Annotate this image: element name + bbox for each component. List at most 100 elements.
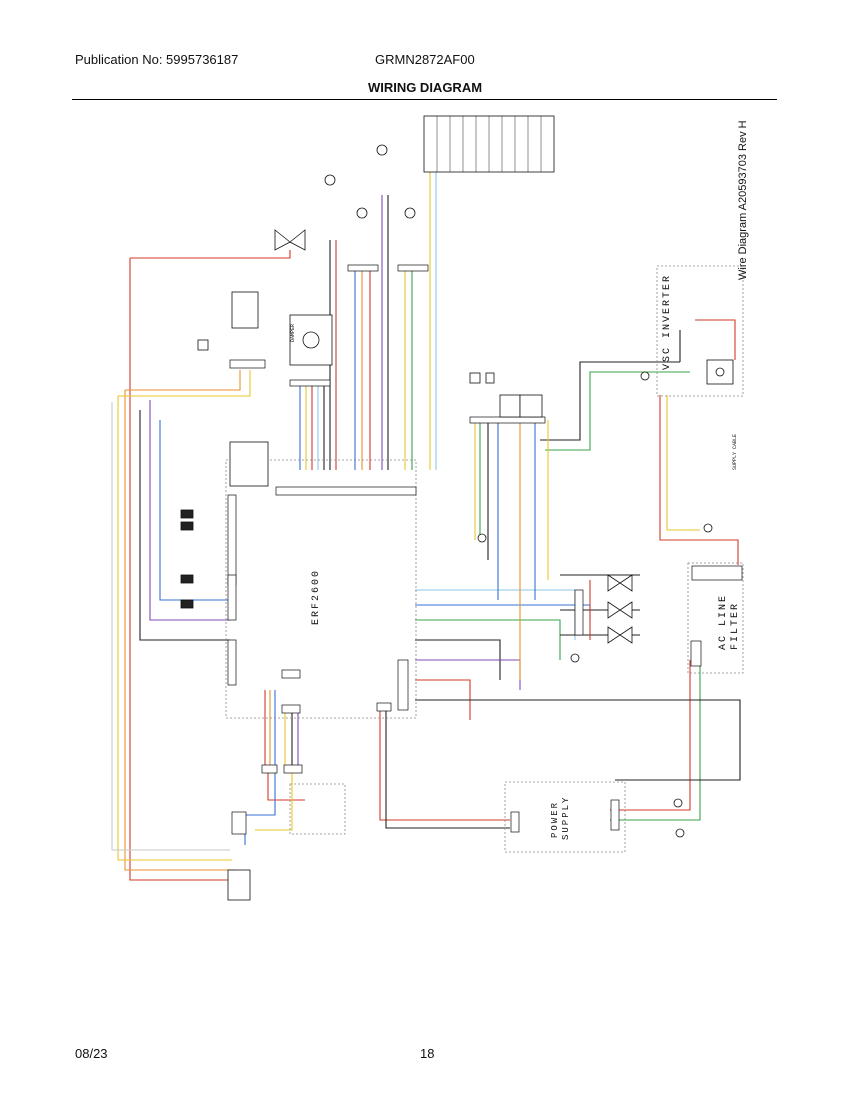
- wire-ps-black2: [415, 699, 741, 781]
- valve-icon-top: [274, 229, 306, 251]
- wire-lower-7: [267, 770, 305, 801]
- wire-traces: [111, 170, 741, 881]
- ac-line-filter-outline: [687, 562, 744, 674]
- wire-right-4: [415, 639, 501, 680]
- ac-line-label: AC LINE: [718, 594, 729, 650]
- diagram-labels: ERF2600 VSC INVERTER AC LINE FILTER POWE…: [290, 274, 741, 840]
- light-module: [231, 291, 259, 329]
- lower-connector-2: [283, 764, 303, 774]
- switch-icon-3: [180, 521, 194, 531]
- wire-inverter-black: [540, 361, 680, 441]
- fan-motor-icon-2: [356, 207, 368, 219]
- lower-connector-3: [231, 811, 247, 835]
- valve-connector: [574, 589, 584, 636]
- aux-connector-2: [281, 704, 301, 714]
- filter-terminal: [691, 565, 743, 581]
- components: [180, 115, 734, 901]
- board-left-connector-2: [227, 574, 237, 621]
- footer-date: 08/23: [75, 1046, 108, 1061]
- damper-connector: [289, 379, 331, 387]
- supply-label: SUPPLY: [561, 796, 571, 840]
- aux-connector-1: [281, 669, 301, 679]
- connectors: [227, 264, 743, 835]
- filter-label: FILTER: [730, 602, 741, 650]
- wire-ps-black: [385, 710, 510, 829]
- valve-icon-2: [607, 601, 633, 619]
- page-title: WIRING DIAGRAM: [367, 80, 483, 95]
- wire-lower-8: [244, 770, 276, 845]
- inverter-fan-icon: [715, 367, 725, 377]
- fan-motor-icon-4: [404, 207, 416, 219]
- wire-ps-green: [610, 660, 701, 821]
- fan-connector-1: [347, 264, 379, 272]
- switch-icon-5: [180, 599, 194, 609]
- enclosures: [225, 265, 744, 853]
- cutoff-icon-2: [485, 372, 495, 384]
- wire-right-6: [415, 679, 471, 720]
- sensor-module: [229, 441, 269, 487]
- wire-right-1: [415, 589, 576, 640]
- board-left-connector-1: [227, 494, 237, 586]
- switch-icon-2: [180, 509, 194, 519]
- wire-right-3: [415, 619, 561, 660]
- wire-black-1: [139, 410, 230, 641]
- wire-inverter-red: [695, 319, 736, 360]
- page-number: 18: [420, 1046, 435, 1061]
- damper-label: DAMPER: [290, 324, 296, 342]
- wire-orange-switch: [125, 370, 241, 391]
- lower-connector-1: [261, 764, 278, 774]
- revision-label: Wire Diagram A20593703 Rev H: [737, 120, 749, 280]
- module-outline: [289, 783, 346, 835]
- wire-orange-left: [124, 390, 235, 871]
- switch-connector: [229, 359, 266, 369]
- ground-icon-3: [703, 523, 713, 533]
- ground-icon-2: [640, 371, 650, 381]
- ground-icon-1: [477, 533, 487, 543]
- fan-motor-icon-1: [324, 174, 336, 186]
- damper-motor-icon: [302, 331, 320, 349]
- cutoff-connector: [469, 416, 546, 424]
- wire-lower-9: [255, 770, 293, 831]
- wire-right-5: [415, 659, 521, 690]
- wire-red-top: [130, 250, 291, 259]
- wire-red-left: [129, 258, 240, 881]
- fan-connector-2: [397, 264, 429, 272]
- ps-connector: [376, 702, 392, 712]
- board-left-connector-3: [227, 639, 237, 686]
- header-divider: [72, 99, 777, 100]
- valve-icon-1: [607, 574, 633, 592]
- heater-block-2: [519, 394, 543, 418]
- filter-connector: [690, 640, 702, 667]
- supply-cable-label: SUPPLY CABLE: [732, 434, 738, 470]
- wire-blue-1: [159, 420, 230, 601]
- power-supply-outline: [504, 781, 626, 853]
- thermistor-table-lines: [436, 116, 542, 172]
- ground-icon-6: [675, 828, 685, 838]
- cutoff-icon-1: [469, 372, 481, 384]
- wire-white-left: [111, 402, 230, 851]
- wire-right-2: [415, 604, 591, 620]
- wire-filter-yellow: [666, 395, 700, 531]
- wire-ps-red2: [610, 660, 691, 811]
- publication-number: Publication No: 5995736187: [75, 52, 239, 67]
- heater-block: [499, 394, 521, 418]
- switch-icon-1: [197, 339, 209, 351]
- wire-yellow-left: [117, 396, 232, 861]
- control-board-label: ERF2600: [311, 569, 322, 625]
- wire-inverter-green: [545, 371, 690, 451]
- wire-filter-red: [659, 395, 739, 565]
- wire-violet-1: [149, 400, 230, 621]
- ps-left-connector: [510, 811, 520, 833]
- wire-yellow-switch: [118, 370, 251, 397]
- ps-right-connector: [610, 799, 620, 831]
- valve-icon-3: [607, 626, 633, 644]
- fan-motor-icon-3: [376, 144, 388, 156]
- board-top-connector: [275, 486, 417, 496]
- inverter-label: VSC INVERTER: [662, 274, 673, 370]
- freezer-module: [227, 869, 251, 901]
- ground-icon-5: [673, 798, 683, 808]
- wire-ps-red: [379, 710, 510, 821]
- model-number: GRMN2872AF00: [375, 52, 475, 67]
- board-right-connector: [397, 659, 409, 711]
